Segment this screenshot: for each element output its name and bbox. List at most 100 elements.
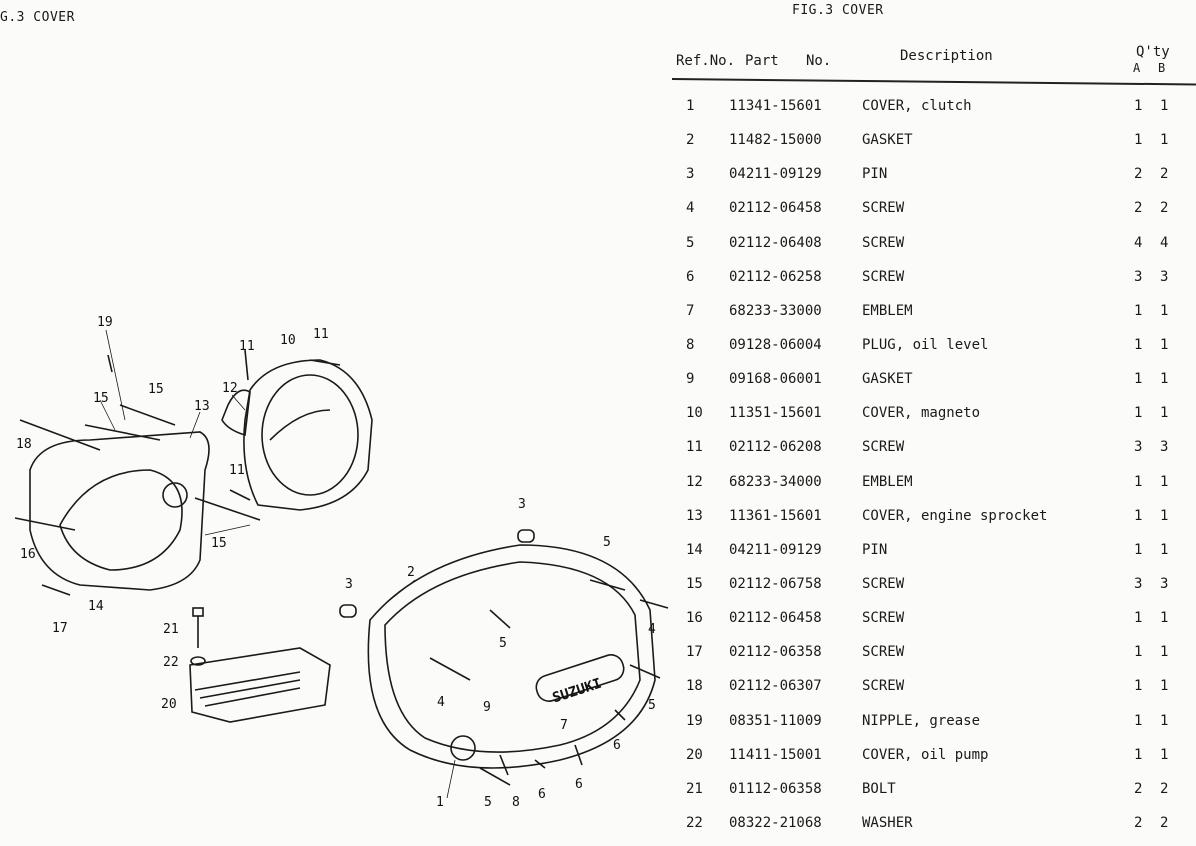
description-cell: SCREW xyxy=(862,268,905,285)
qty-b-cell: 3 xyxy=(1160,268,1169,285)
qty-a-cell: 3 xyxy=(1134,268,1143,285)
qty-b-cell: 1 xyxy=(1160,746,1169,763)
callout-21: 21 xyxy=(163,622,179,637)
description-cell: GASKET xyxy=(862,132,913,149)
description-cell: SCREW xyxy=(862,678,905,695)
callout-11: 11 xyxy=(313,327,329,342)
description-cell: SCREW xyxy=(862,439,905,456)
description-cell: EMBLEM xyxy=(862,473,913,490)
callout-10: 10 xyxy=(280,333,296,348)
qty-b-cell: 1 xyxy=(1160,336,1169,353)
callout-5: 5 xyxy=(648,698,656,713)
part-no-cell: 68233-34000 xyxy=(729,473,822,490)
callout-15: 15 xyxy=(93,391,109,406)
part-no-cell: 02112-06307 xyxy=(729,678,822,695)
callout-13: 13 xyxy=(194,399,210,414)
description-cell: SCREW xyxy=(862,610,905,627)
callout-15: 15 xyxy=(211,536,227,551)
oil-pump-cover xyxy=(189,647,331,723)
part-no-cell: 11341-15601 xyxy=(729,98,822,114)
description-cell: COVER, engine sprocket xyxy=(862,507,1048,524)
description-cell: WASHER xyxy=(862,814,913,831)
part-no-cell: 11351-15601 xyxy=(729,405,822,422)
part-no-cell: 02112-06408 xyxy=(729,234,822,251)
header-ref-no: Ref.No. xyxy=(676,53,736,69)
callout-6: 6 xyxy=(613,738,621,753)
ref-no-cell: 18 xyxy=(686,678,703,695)
description-cell: PIN xyxy=(862,166,888,183)
qty-b-cell: 1 xyxy=(1160,678,1169,695)
part-no-cell: 02112-06208 xyxy=(729,439,822,456)
description-cell: GASKET xyxy=(862,371,913,388)
ref-no-cell: 8 xyxy=(686,336,695,353)
qty-b-cell: 4 xyxy=(1160,234,1169,251)
ref-no-cell: 22 xyxy=(686,814,703,831)
figure-title: FIG.3 COVER xyxy=(792,3,884,18)
qty-b-cell: 1 xyxy=(1160,473,1169,490)
callout-20: 20 xyxy=(161,697,177,712)
header-no: No. xyxy=(806,53,832,69)
callout-5: 5 xyxy=(499,636,507,651)
callout-1: 1 xyxy=(436,795,444,810)
callout-4: 4 xyxy=(648,622,656,637)
description-cell: COVER, oil pump xyxy=(862,746,989,763)
callout-9: 9 xyxy=(483,700,491,715)
part-no-cell: 04211-09129 xyxy=(729,541,822,558)
qty-b-cell: 2 xyxy=(1160,166,1169,183)
callout-3: 3 xyxy=(518,497,526,512)
callout-8: 8 xyxy=(512,795,520,810)
qty-b-cell: 2 xyxy=(1160,780,1169,797)
qty-b-cell: 1 xyxy=(1160,98,1169,114)
description-cell: COVER, magneto xyxy=(862,405,981,422)
callout-11: 11 xyxy=(239,339,255,354)
qty-b-cell: 1 xyxy=(1160,371,1169,388)
qty-a-cell: 1 xyxy=(1134,371,1143,388)
qty-a-cell: 1 xyxy=(1134,473,1143,490)
description-cell: PIN xyxy=(862,541,888,558)
qty-b-cell: 3 xyxy=(1160,575,1169,592)
qty-a-cell: 1 xyxy=(1134,678,1143,695)
exploded-parts-diagram: 19 15 15 13 12 10 11 11 11 18 16 14 17 1… xyxy=(14,315,669,810)
part-no-cell: 11482-15000 xyxy=(729,132,822,149)
callout-5: 5 xyxy=(484,795,492,810)
part-no-cell: 09128-06004 xyxy=(729,336,822,353)
part-no-cell: 02112-06258 xyxy=(729,268,822,285)
qty-a-cell: 1 xyxy=(1134,98,1143,114)
description-cell: SCREW xyxy=(862,575,905,592)
part-no-cell: 01112-06358 xyxy=(729,780,822,797)
qty-b-cell: 1 xyxy=(1160,132,1169,149)
callout-5: 5 xyxy=(603,535,611,550)
qty-a-cell: 1 xyxy=(1134,132,1143,149)
ref-no-cell: 13 xyxy=(686,507,703,524)
header-part: Part xyxy=(745,53,779,69)
engine-sprocket-cover xyxy=(29,431,210,591)
description-cell: PLUG, oil level xyxy=(862,336,989,353)
left-figure-title: G.3 COVER xyxy=(0,10,75,25)
ref-no-cell: 7 xyxy=(686,302,695,319)
part-no-cell: 09168-06001 xyxy=(729,371,822,388)
part-no-cell: 02112-06458 xyxy=(729,610,822,627)
header-description: Description xyxy=(900,48,993,64)
qty-a-cell: 2 xyxy=(1134,200,1143,217)
part-no-cell: 68233-33000 xyxy=(729,302,822,319)
qty-a-cell: 2 xyxy=(1134,780,1143,797)
qty-b-cell: 1 xyxy=(1160,541,1169,558)
header-rule xyxy=(671,78,1196,86)
qty-a-cell: 1 xyxy=(1134,302,1143,319)
ref-no-cell: 9 xyxy=(686,371,695,388)
callout-3: 3 xyxy=(345,577,353,592)
qty-b-cell: 3 xyxy=(1160,439,1169,456)
